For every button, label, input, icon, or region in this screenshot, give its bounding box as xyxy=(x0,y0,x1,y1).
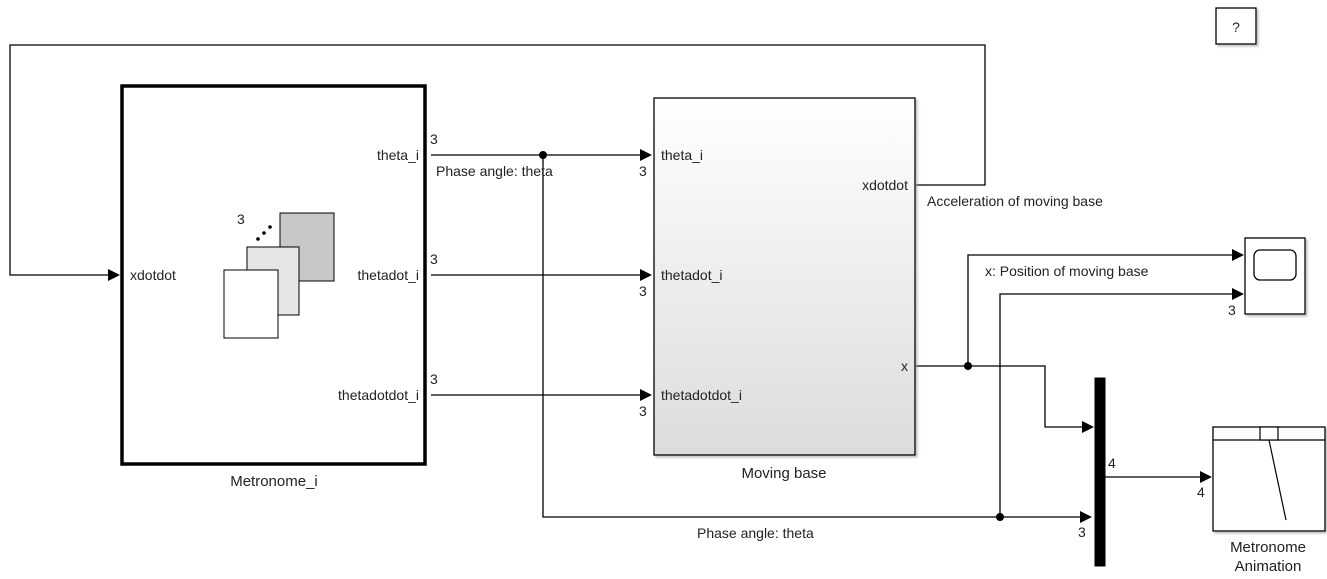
dim-mux-output: 4 xyxy=(1108,455,1116,471)
pendulum-icon xyxy=(1268,439,1287,521)
metronome-outport-theta: theta_i xyxy=(377,147,419,163)
moving-base-subsystem-block[interactable]: theta_i thetadot_i thetadotdot_i xdotdot… xyxy=(653,97,916,456)
arrowhead xyxy=(1232,288,1244,300)
scope-screen-icon xyxy=(1253,249,1297,281)
dim-thetadot: 3 xyxy=(430,251,438,267)
arrowhead xyxy=(640,149,652,161)
metronome-outport-thetadotdot: thetadotdot_i xyxy=(338,387,419,403)
for-each-subsystem-icon: 3 xyxy=(223,211,335,339)
metronome-subsystem-block[interactable]: 3 xdotdot theta_i thetadot_i thetadotdot… xyxy=(120,84,427,466)
dim-mb-thetadotdot: 3 xyxy=(639,403,647,419)
metronome-animation-block[interactable] xyxy=(1212,426,1326,532)
moving-base-inport-theta: theta_i xyxy=(661,147,703,163)
dim-scope-input: 3 xyxy=(1228,302,1236,318)
dim-mux-input: 3 xyxy=(1078,524,1086,540)
signal-label-phase-angle-bottom: Phase angle: theta xyxy=(697,525,814,541)
arrowhead xyxy=(1200,471,1212,483)
dim-mb-theta: 3 xyxy=(639,163,647,179)
moving-base-outport-x: x xyxy=(901,358,908,374)
wire-position[interactable] xyxy=(916,365,1082,428)
mux-block[interactable] xyxy=(1094,377,1106,567)
dim-mb-thetadot: 3 xyxy=(639,283,647,299)
arrowhead xyxy=(108,269,120,281)
wire-theta-to-scope[interactable] xyxy=(999,293,1232,517)
animation-caption-line1: Metronome xyxy=(1230,539,1306,556)
signal-label-phase-angle-top: Phase angle: theta xyxy=(436,163,553,179)
arrowhead xyxy=(1232,249,1244,261)
metronome-caption: Metronome_i xyxy=(230,473,318,490)
animation-caption-line2: Animation xyxy=(1235,558,1302,575)
dim-theta: 3 xyxy=(430,131,438,147)
wire-acceleration-feedback[interactable] xyxy=(9,44,986,276)
signal-label-acceleration: Acceleration of moving base xyxy=(927,193,1103,209)
dim-animation-input: 4 xyxy=(1197,484,1205,500)
help-button-label: ? xyxy=(1232,19,1240,35)
arrowhead xyxy=(1082,421,1094,433)
arrowhead xyxy=(640,389,652,401)
metronome-outport-thetadot: thetadot_i xyxy=(358,267,420,283)
scope-block[interactable] xyxy=(1244,237,1306,315)
moving-base-inport-thetadotdot: thetadotdot_i xyxy=(661,387,742,403)
arrowhead xyxy=(1080,511,1092,523)
wire-theta-branch[interactable] xyxy=(542,155,1080,518)
metronome-inport-xdotdot: xdotdot xyxy=(130,267,176,283)
moving-base-caption: Moving base xyxy=(741,465,826,482)
wire-position-to-scope[interactable] xyxy=(967,254,1232,366)
moving-base-inport-thetadot: thetadot_i xyxy=(661,267,723,283)
stack-count-label: 3 xyxy=(237,211,245,227)
arrowhead xyxy=(640,269,652,281)
moving-base-outport-xdotdot: xdotdot xyxy=(862,177,908,193)
help-button[interactable]: ? xyxy=(1215,7,1257,45)
signal-label-position: x: Position of moving base xyxy=(985,263,1149,279)
dim-thetadotdot: 3 xyxy=(430,371,438,387)
